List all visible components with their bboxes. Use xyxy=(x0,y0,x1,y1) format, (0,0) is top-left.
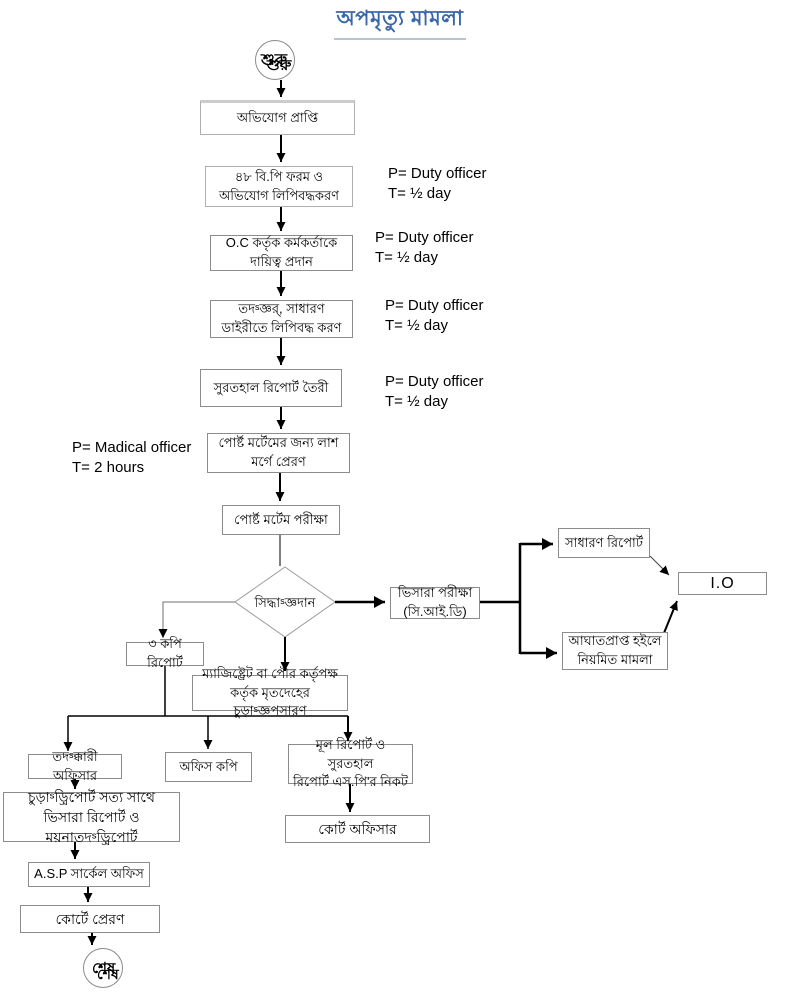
annotation-duty3-t: T= ½ day xyxy=(385,317,448,334)
end-label: শেষ xyxy=(92,960,116,977)
node-gd-entry-label: তদˢজ্ঞর্, সাধারণ ডাইরীতে লিপিবদ্ধ করণ xyxy=(221,301,342,335)
node-asp-circle-office-label: A.S.P সার্কেল অফিস xyxy=(34,866,144,882)
node-oc-assign-duty-label: O.C কর্তৃক কর্মকর্তাকে দায়িত্ব প্রদান xyxy=(225,235,338,269)
node-oc-assign-duty: O.C কর্তৃক কর্মকর্তাকে দায়িত্ব প্রদান xyxy=(210,235,353,271)
start-label-overlap: শুরু xyxy=(267,57,292,74)
node-office-copy: অফিস কপি xyxy=(165,752,252,782)
annotation-duty3-p: P= Duty officer xyxy=(385,297,484,314)
node-injured-regular-case: আঘাতপ্রাপ্ত হইলে নিয়মিত মামলা xyxy=(562,632,668,670)
node-court-officer-label: কোর্ট অফিসার xyxy=(318,820,397,837)
annotation-medical: P= Madical officer T= 2 hours xyxy=(72,438,191,478)
annotation-duty1-t: T= ½ day xyxy=(388,185,451,202)
node-send-to-court-label: কোর্টে প্রেরণ xyxy=(55,910,125,927)
node-send-to-court: কোর্টে প্রেরণ xyxy=(20,905,160,933)
end-terminal: শেষ শেষ xyxy=(83,948,123,988)
annotation-duty4: P= Duty officer T= ½ day xyxy=(385,372,484,412)
annotation-duty1: P= Duty officer T= ½ day xyxy=(388,164,487,204)
node-final-report-package-label: চুড়াˢড়্রিপোর্ট সত্য সাথে ভিসারা রিপোর্… xyxy=(28,788,155,846)
node-complaint-received-label: অভিযোগ প্রাপ্তি xyxy=(236,110,319,126)
page-title: অপমৃত্যু মামলা xyxy=(333,2,467,40)
annotation-duty1-p: P= Duty officer xyxy=(388,165,487,182)
node-asp-circle-office: A.S.P সার্কেল অফিস xyxy=(28,862,150,887)
annotation-duty3: P= Duty officer T= ½ day xyxy=(385,296,484,336)
node-bp-form-recording: ৪৮ বি.পি ফরম ও অভিযোগ লিপিবদ্ধকরণ xyxy=(205,166,353,207)
node-bp-form-recording-label: ৪৮ বি.পি ফরম ও অভিযোগ লিপিবদ্ধকরণ xyxy=(218,168,340,203)
arrow-injured-to-io xyxy=(663,600,678,634)
annotation-duty2-t: T= ½ day xyxy=(375,249,438,266)
arrow-generalreport-to-io xyxy=(649,555,670,576)
start-terminal: শুরু শুরু xyxy=(255,40,295,80)
node-gd-entry: তদˢজ্ঞর্, সাধারণ ডাইরীতে লিপিবদ্ধ করণ xyxy=(210,300,353,338)
annotation-medical-p: P= Madical officer xyxy=(72,439,192,456)
node-send-body-morgue-label: পোর্ষ্ট মর্টেমের জন্য লাশ মর্গে প্রেরণ xyxy=(218,435,339,469)
node-court-officer: কোর্ট অফিসার xyxy=(285,815,430,843)
node-main-report-to-sp-line2: রিপোর্ট এস.পি'র নিকট xyxy=(293,774,408,790)
arrow-decision-to-threecopies xyxy=(158,601,235,638)
node-injured-regular-case-line1: আঘাতপ্রাপ্ত হইলে xyxy=(568,633,662,649)
node-main-report-to-sp: মূল রিপোর্ট ও সুরতহাল রিপোর্ট এস.পি'র নি… xyxy=(288,737,413,789)
annotation-duty4-t: T= ½ day xyxy=(385,393,448,410)
decision-diamond-label: সিদ্ধাˢজ্ঞদান xyxy=(254,595,316,610)
node-office-copy-label: অফিস কপি xyxy=(179,758,238,774)
end-label-overlap: শেষ xyxy=(97,966,119,982)
node-complaint-received: অভিযোগ প্রাপ্তি xyxy=(200,100,355,135)
node-io-label: I.O xyxy=(710,574,735,592)
node-postmortem-exam: পোর্ষ্ট মর্টেম পরীক্ষা xyxy=(222,505,340,535)
annotation-duty2: P= Duty officer T= ½ day xyxy=(375,228,474,268)
annotation-duty2-p: P= Duty officer xyxy=(375,229,474,246)
node-magistrate-disposal-label: ম্যাজিষ্ট্রেট বা পৌর কর্তৃপক্ষ কর্তৃক মৃ… xyxy=(202,665,338,719)
annotation-duty4-p: P= Duty officer xyxy=(385,373,484,390)
node-three-copies-report: ৩ কপি রিপোর্ট xyxy=(126,636,204,670)
node-io: I.O xyxy=(678,572,767,595)
node-magistrate-disposal: ম্যাজিষ্ট্রেট বা পৌর কর্তৃপক্ষ কর্তৃক মৃ… xyxy=(192,666,348,718)
node-viscera-exam-line2: (সি.আই.ডি) xyxy=(403,604,467,619)
annotation-medical-t: T= 2 hours xyxy=(72,459,145,476)
node-three-copies-report-label: ৩ কপি রিপোর্ট xyxy=(147,636,183,670)
node-inquest-report: সুরতহাল রিপোর্ট তৈরী xyxy=(200,369,342,407)
node-investigating-officer: তদˢক্কারী অফিসার xyxy=(28,749,122,783)
page-title-wrap: অপমৃত্যু মামলা xyxy=(0,2,800,40)
start-label: শুরু xyxy=(261,52,288,69)
node-general-report-label: সাধারণ রিপোর্ট xyxy=(565,534,643,550)
node-postmortem-exam-label: পোর্ষ্ট মর্টেম পরীক্ষা xyxy=(234,511,328,527)
node-send-body-morgue: পোর্ষ্ট মর্টেমের জন্য লাশ মর্গে প্রেরণ xyxy=(207,433,350,473)
node-inquest-report-label: সুরতহাল রিপোর্ট তৈরী xyxy=(213,379,329,395)
node-viscera-exam-line1: ভিসারা পরীক্ষা xyxy=(397,585,473,601)
node-general-report: সাধারণ রিপোর্ট xyxy=(558,528,650,558)
node-investigating-officer-label: তদˢক্কারী অফিসার xyxy=(52,748,98,783)
node-final-report-package: চুড়াˢড়্রিপোর্ট সত্য সাথে ভিসারা রিপোর্… xyxy=(3,789,180,845)
node-viscera-exam: ভিসারা পরীক্ষা (সি.আই.ডি) xyxy=(390,585,480,619)
node-main-report-to-sp-line1: মূল রিপোর্ট ও সুরতহাল xyxy=(315,736,386,771)
node-injured-regular-case-line2: নিয়মিত মামলা xyxy=(577,652,653,667)
